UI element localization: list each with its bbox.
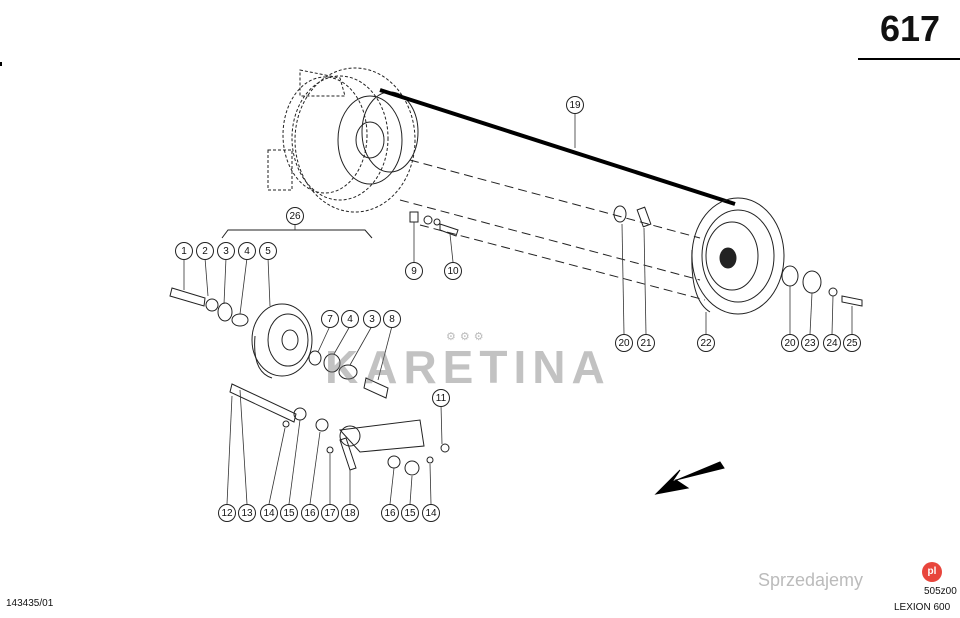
callout-15b: 15: [401, 504, 419, 522]
callout-26: 26: [286, 207, 304, 225]
callout-4: 4: [238, 242, 256, 260]
callout-4b: 4: [341, 310, 359, 328]
callout-12: 12: [218, 504, 236, 522]
callout-9: 9: [405, 262, 423, 280]
callout-11: 11: [432, 389, 450, 407]
left-edge-mark: [0, 62, 2, 66]
callout-20: 20: [615, 334, 633, 352]
callout-2: 2: [196, 242, 214, 260]
callout-8: 8: [383, 310, 401, 328]
watermark-brand: KARETINA: [325, 341, 611, 393]
callout-10: 10: [444, 262, 462, 280]
site-badge: pl: [922, 562, 942, 582]
callout-13: 13: [238, 504, 256, 522]
callout-1: 1: [175, 242, 193, 260]
site-watermark: Sprzedajemy: [758, 570, 864, 590]
callout-22: 22: [697, 334, 715, 352]
drawing-code-right: 505z00: [924, 586, 957, 597]
callout-23: 23: [801, 334, 819, 352]
callout-3b: 3: [363, 310, 381, 328]
callout-17: 17: [321, 504, 339, 522]
callout-19: 19: [566, 96, 584, 114]
callout-20b: 20: [781, 334, 799, 352]
callout-16b: 16: [381, 504, 399, 522]
callout-25: 25: [843, 334, 861, 352]
callout-5: 5: [259, 242, 277, 260]
callout-3: 3: [217, 242, 235, 260]
shaft-dash-1: [409, 159, 701, 239]
page-number: 617: [880, 8, 941, 49]
callout-14: 14: [260, 504, 278, 522]
callout-24: 24: [823, 334, 841, 352]
key-part: [636, 206, 652, 228]
shaft-dash-2: [399, 199, 701, 281]
callout-15: 15: [280, 504, 298, 522]
belt-top: [379, 88, 736, 206]
watermark-dots: ⚙⚙⚙: [446, 331, 488, 343]
bushing-part: [613, 205, 627, 223]
drum-hub: [337, 91, 419, 185]
callout-14b: 14: [422, 504, 440, 522]
callout-7: 7: [321, 310, 339, 328]
direction-arrow: [654, 461, 725, 495]
leader-lines: [183, 114, 853, 505]
machine-model: LEXION 600: [894, 602, 951, 613]
header-rule: [858, 58, 960, 60]
callout-18: 18: [341, 504, 359, 522]
drawing-code-left: 143435/01: [6, 598, 54, 609]
idler-pulley-assembly: [169, 287, 313, 379]
pulley-right: [691, 197, 785, 315]
group-bracket-26: [221, 229, 373, 239]
drive-drum-left: [267, 67, 416, 213]
callout-21: 21: [637, 334, 655, 352]
tension-arm: [229, 383, 425, 471]
callout-16: 16: [301, 504, 319, 522]
shaft-dash-3: [419, 224, 706, 301]
